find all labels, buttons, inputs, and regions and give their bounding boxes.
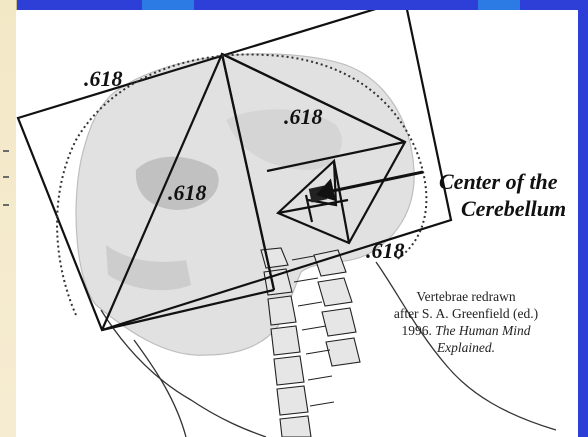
diagram-canvas: .618 .618 .618 .618 Center of the Cerebe…: [16, 10, 578, 437]
ratio-label-top-left: .618: [84, 66, 123, 91]
side-glyph: [3, 204, 9, 206]
side-glyph: [3, 176, 9, 178]
top-accent-tab-right: [478, 0, 520, 10]
ratio-label-large-triangle: .618: [168, 180, 207, 205]
credit-line-1: Vertebrae redrawn: [376, 288, 556, 305]
credit-book-title-part1: The Human Mind: [435, 323, 530, 338]
left-side-strip: [0, 0, 17, 437]
callout-line-2: Cerebellum: [461, 196, 566, 221]
credit-line-2: after S. A. Greenfield (ed.): [376, 305, 556, 322]
top-accent-tab-left: [142, 0, 194, 10]
skull-illustration: [76, 54, 414, 355]
side-glyph: [3, 150, 9, 152]
golden-ratio-diagram: .618 .618 .618 .618 Center of the Cerebe…: [16, 10, 578, 437]
ratio-label-upper-square: .618: [284, 104, 323, 129]
ratio-label-bottom-right: .618: [366, 238, 405, 263]
figure-credit: Vertebrae redrawn after S. A. Greenfield…: [376, 288, 556, 356]
credit-line-3: 1996. The Human Mind: [376, 322, 556, 339]
credit-year: 1996.: [402, 323, 432, 338]
credit-book-title-part2: Explained.: [376, 339, 556, 356]
callout-line-1: Center of the: [439, 169, 558, 194]
